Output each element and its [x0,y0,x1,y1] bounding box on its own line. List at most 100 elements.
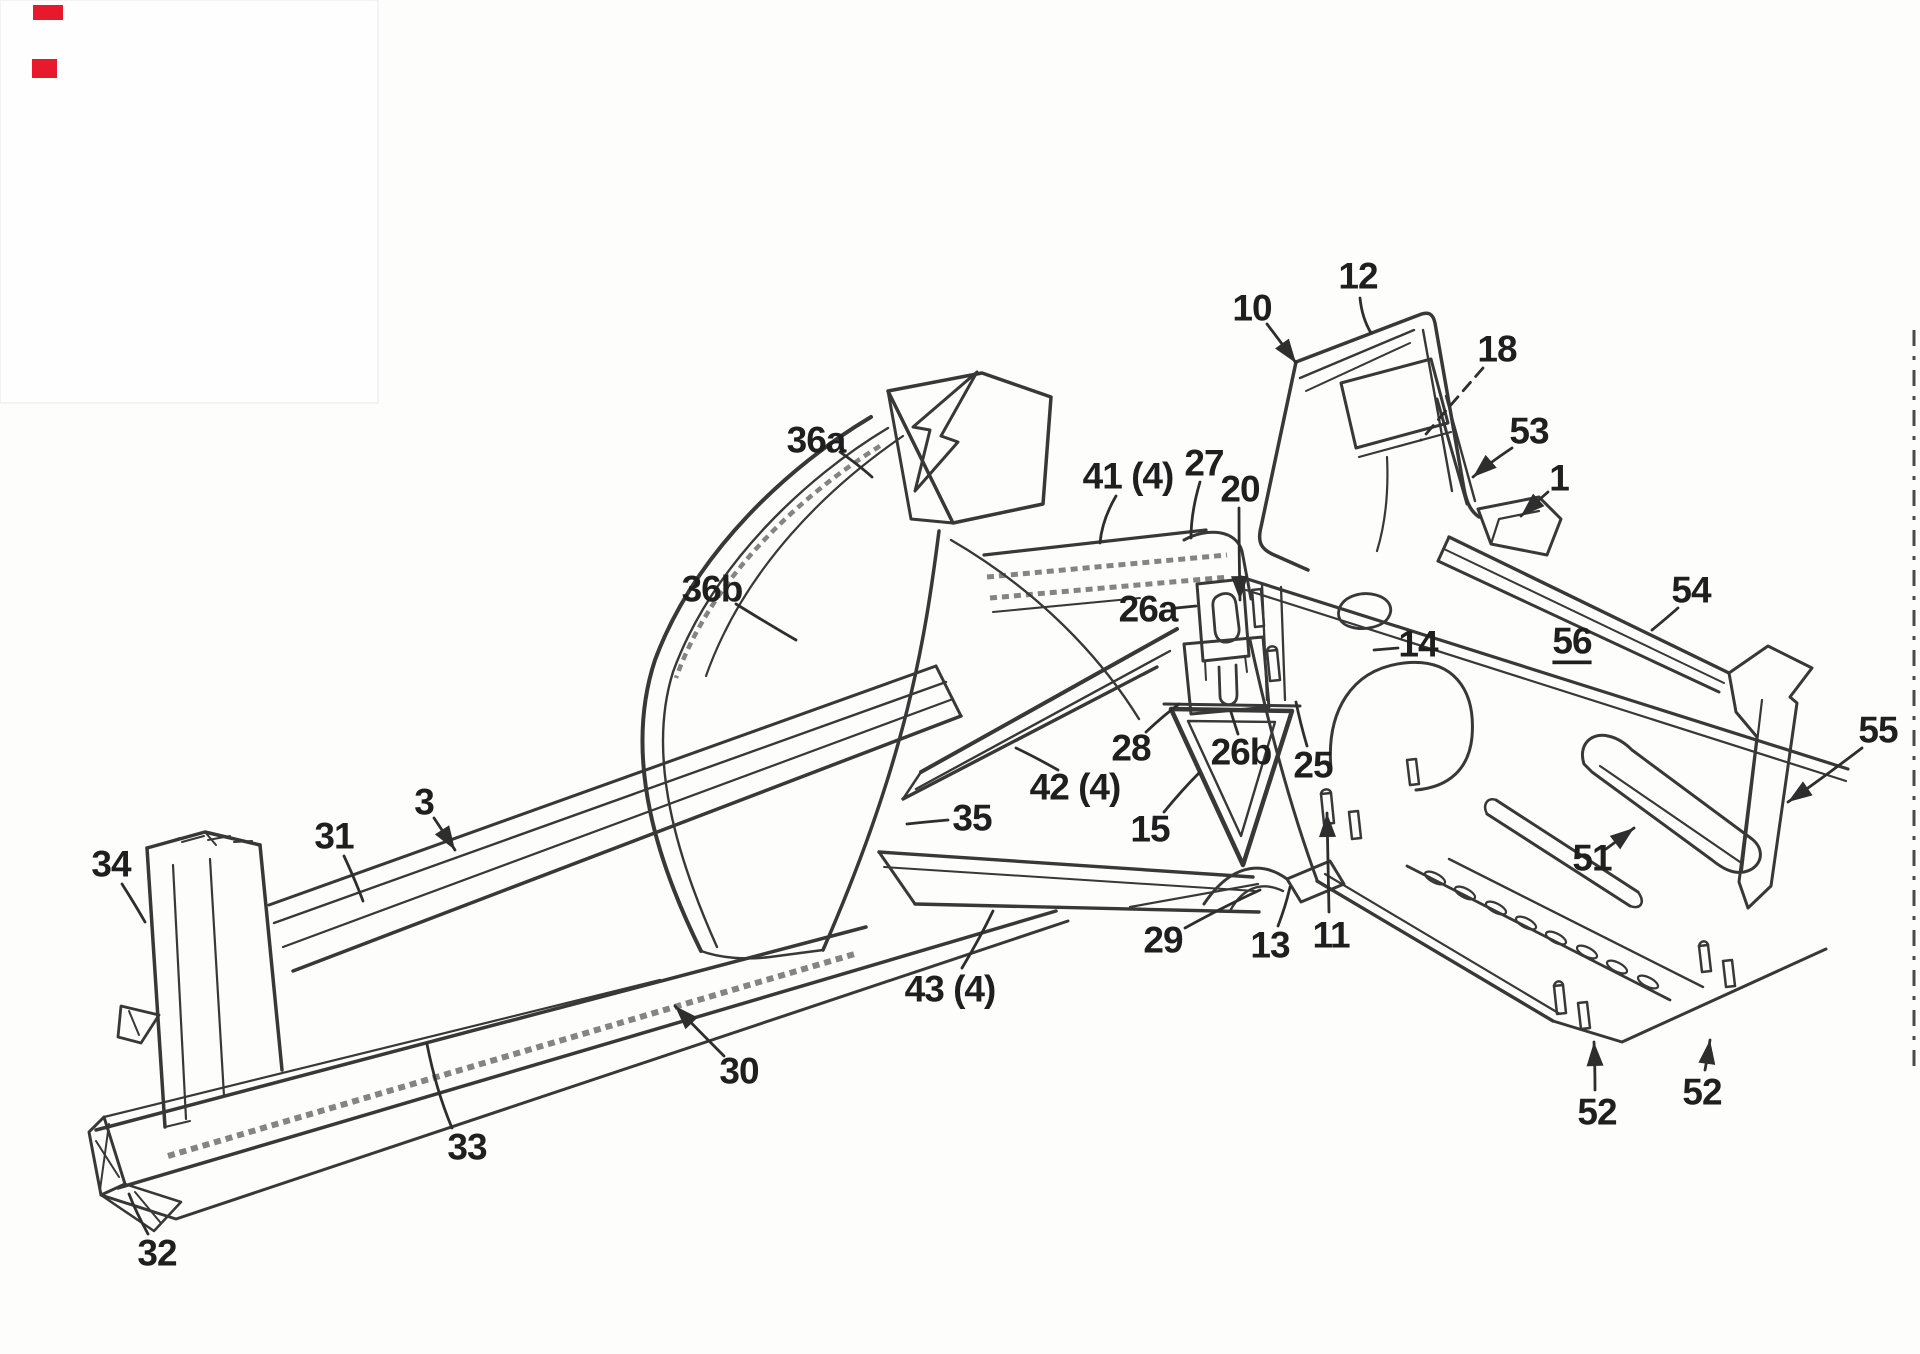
scan-artifacts [32,5,1916,1075]
leader-line [1014,746,1060,772]
leader-arrowhead [1521,493,1545,516]
beam-42 [901,627,1179,801]
ref-label-text: 13 [1250,925,1290,966]
ref-label-text: 12 [1338,256,1378,297]
ref-label-text: 35 [952,798,992,839]
leader-arrowhead [1586,1042,1604,1067]
ref-label-text: 26a [1119,589,1179,630]
leader-line [1372,646,1400,652]
ref-label-13-23: 13 [1250,885,1292,966]
leader-arrowhead [675,1006,698,1030]
leader-line [1162,771,1201,814]
ref-label-52-9: 52 [1577,1040,1618,1133]
ref-label-text: 28 [1111,728,1151,769]
leader-line [1183,888,1262,930]
ref-label-34-29: 34 [91,844,147,924]
corner-mark-1 [33,5,63,20]
leader-line [120,882,147,924]
ref-label-text: 43 (4) [905,969,996,1010]
ref-label-36b-26: 36b [682,569,798,642]
leader-line [1276,885,1292,928]
ref-label-text: 30 [719,1051,759,1092]
ref-label-53-3: 53 [1471,411,1550,479]
ref-label-41-4-11: 41 (4) [1083,456,1174,545]
leader-line [1189,480,1202,540]
a-pillar [640,415,941,960]
ref-label-text: 18 [1477,329,1517,370]
side-sill [87,909,1070,1233]
gusset-15 [1162,702,1302,868]
leader-arrowhead [1609,828,1634,850]
cowl-panel [949,311,1481,721]
ref-label-text: 31 [314,816,354,857]
ref-label-text: 55 [1858,710,1898,751]
leader-arrowhead [1788,781,1813,802]
ref-label-text: 1 [1549,458,1569,499]
ref-label-32-32: 32 [127,1192,178,1274]
leader-line [734,602,798,642]
ref-label-56-6: 56 [1552,621,1593,662]
ref-label-36a-25: 36a [787,420,874,479]
ref-label-42-4-19: 42 (4) [1014,746,1121,808]
upper-rail [267,664,963,973]
bracket-1 [1476,495,1563,557]
ref-label-28-18: 28 [1111,702,1181,769]
leader-line [1650,606,1680,632]
beam-43 [877,850,1261,914]
ref-label-52-10: 52 [1682,1038,1723,1113]
mount-studs [1552,940,1737,1031]
scan-patch [0,0,379,404]
leader-arrowhead [1698,1040,1716,1065]
leader-line [1174,604,1198,610]
leader-arrowhead [1319,813,1337,838]
ref-label-text: 54 [1671,570,1712,611]
ref-label-text: 10 [1232,288,1272,329]
ref-label-51-8: 51 [1572,826,1636,879]
leader-line [905,818,950,826]
ref-label-text: 27 [1184,443,1223,484]
leader-arrowhead [1473,454,1497,477]
ref-label-1-4: 1 [1519,458,1570,518]
ref-label-text: 42 (4) [1030,767,1121,808]
leader-line [838,450,874,479]
ref-label-text: 52 [1577,1092,1617,1133]
ref-label-18-2: 18 [1419,329,1518,442]
ref-label-text: 41 (4) [1083,456,1174,497]
leader-line [342,854,365,903]
ref-label-55-7: 55 [1786,710,1899,804]
ref-label-text: 14 [1398,624,1439,665]
ref-label-text: 36a [787,420,847,461]
leader-line [1144,702,1181,734]
ref-label-29-22: 29 [1143,888,1262,961]
ref-label-text: 34 [91,844,132,885]
ref-label-text: 11 [1312,915,1350,956]
ref-label-text: 36b [682,569,743,610]
end-member-55 [1727,644,1814,910]
ref-label-43-4-33: 43 (4) [905,909,996,1010]
leader-line [960,909,995,970]
leader-line [1229,710,1240,736]
leader-line [1358,296,1373,335]
ref-label-text: 3 [414,782,434,823]
pillar-top-box [886,370,1053,525]
ref-label-31-28: 31 [314,816,365,903]
ref-label-33-31: 33 [425,1042,488,1168]
leader-arrowhead [1230,575,1248,600]
leader-line [1098,494,1118,545]
ref-label-26b-16: 26b [1211,710,1273,773]
ref-label-text: 15 [1130,809,1170,850]
beam-54 [1436,535,1731,694]
ref-label-14-15: 14 [1372,624,1440,665]
corrugated-band [1405,857,1705,1002]
leader-line [425,1042,454,1130]
corner-mark-2 [32,59,57,78]
ref-label-54-5: 54 [1650,570,1713,632]
leader-line [1419,366,1485,442]
front-post [116,830,284,1129]
ref-label-text: 51 [1572,838,1612,879]
junction-brackets [1202,757,1421,913]
ref-label-12-1: 12 [1338,256,1379,335]
ref-label-3-27: 3 [414,782,457,852]
frame-drawing [87,311,1850,1233]
